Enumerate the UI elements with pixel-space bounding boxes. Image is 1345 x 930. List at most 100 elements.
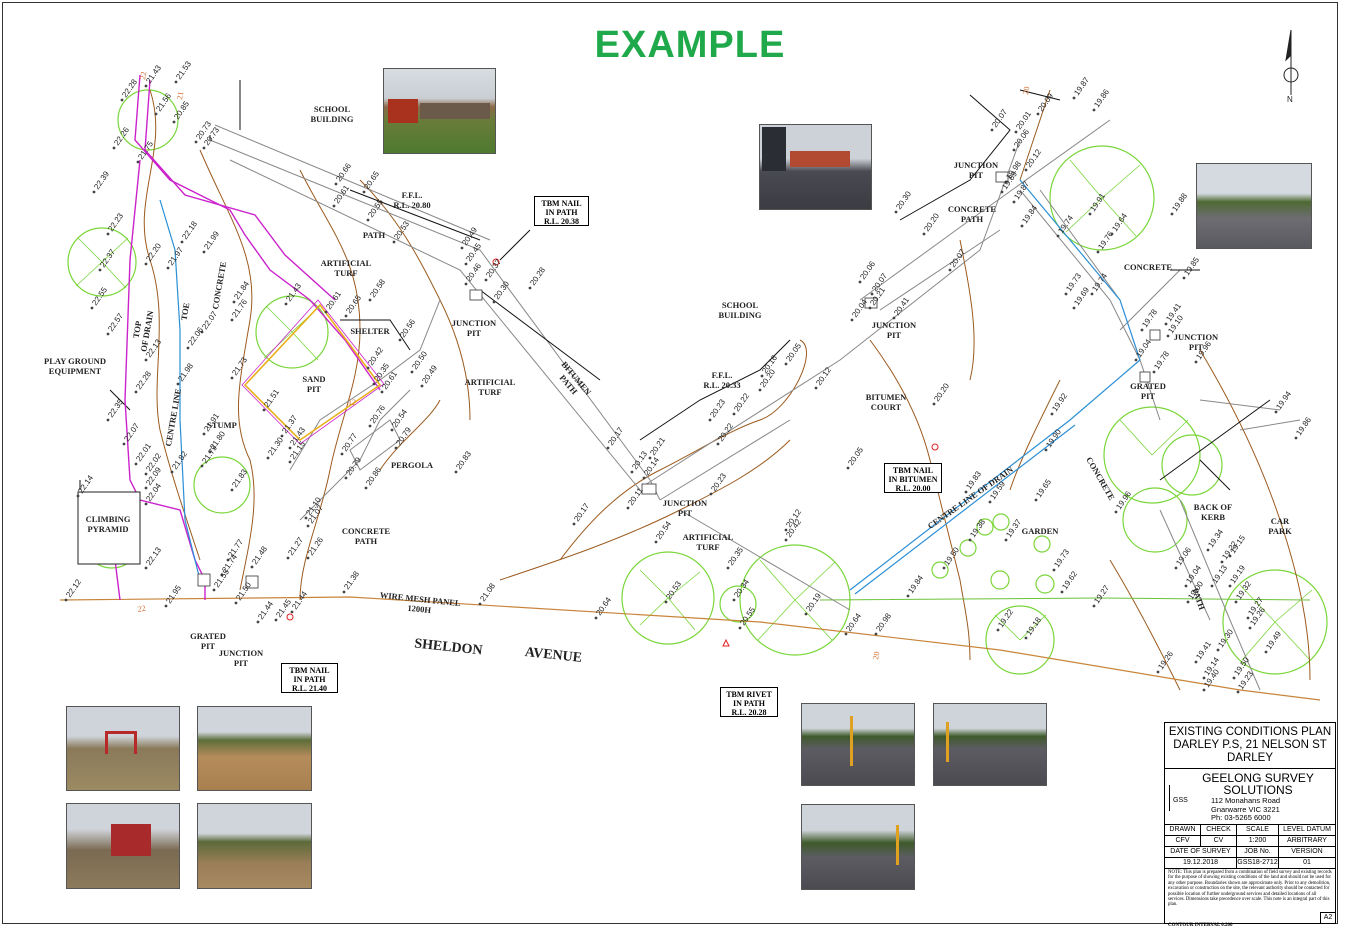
site-photo xyxy=(66,706,180,791)
tbm-rivet-marker xyxy=(722,638,730,647)
spot-level: 21.95 xyxy=(164,583,183,608)
spot-level: 22.39 xyxy=(92,169,111,194)
tree xyxy=(990,570,1010,590)
tree xyxy=(1033,535,1051,553)
svg-text:20.20: 20.20 xyxy=(922,211,941,233)
svg-text:22.35: 22.35 xyxy=(106,397,125,419)
svg-text:22.57: 22.57 xyxy=(106,311,125,333)
spot-level: 22.57 xyxy=(106,311,125,336)
svg-text:20.53: 20.53 xyxy=(392,219,411,241)
svg-text:21.38: 21.38 xyxy=(342,569,361,591)
svg-text:19.30: 19.30 xyxy=(1216,627,1235,649)
svg-text:20.98: 20.98 xyxy=(874,611,893,633)
svg-text:19.04: 19.04 xyxy=(1134,337,1153,359)
svg-text:19.26: 19.26 xyxy=(1156,649,1175,671)
svg-text:20.05: 20.05 xyxy=(846,445,865,467)
site-photo xyxy=(801,703,915,786)
spot-level: 22.28 xyxy=(134,369,153,394)
plan-note: NOTE: This plan is prepared from a combi… xyxy=(1168,870,1332,908)
label-garden: GARDEN xyxy=(1022,526,1060,536)
svg-text:19.49: 19.49 xyxy=(1264,629,1283,651)
label-street-2: AVENUE xyxy=(524,645,583,666)
spot-level: 19.22 xyxy=(996,607,1015,632)
svg-text:21.44: 21.44 xyxy=(256,599,275,621)
label-path-1: PATH xyxy=(363,230,386,240)
svg-text:19.84: 19.84 xyxy=(906,573,925,595)
svg-text:20.77: 20.77 xyxy=(340,431,359,453)
north-arrow xyxy=(1283,29,1299,95)
road-edge xyxy=(819,597,1311,601)
spot-level: 20.28 xyxy=(528,265,547,290)
spot-level: 21.99 xyxy=(202,229,221,254)
tree xyxy=(255,295,329,369)
spot-level: 21.51 xyxy=(262,387,281,412)
spot-level: 20.05 xyxy=(846,445,865,470)
spot-level: 22.26 xyxy=(112,125,131,150)
svg-text:20.23: 20.23 xyxy=(709,471,728,493)
svg-text:22.13: 22.13 xyxy=(144,545,163,567)
svg-text:20.56: 20.56 xyxy=(398,317,417,339)
tree xyxy=(1222,569,1328,675)
spot-level: 19.27 xyxy=(1092,583,1111,608)
tree xyxy=(193,456,251,514)
spot-level: 19.78 xyxy=(1152,349,1171,374)
spot-level: 21.73 xyxy=(230,355,249,380)
svg-text:19.22: 19.22 xyxy=(996,607,1015,629)
svg-text:20.49: 20.49 xyxy=(420,363,439,385)
spot-level: 19.90 xyxy=(1044,427,1063,452)
svg-text:20.06: 20.06 xyxy=(858,259,877,281)
contour-label: 12 xyxy=(348,398,356,407)
svg-text:20.30: 20.30 xyxy=(894,189,913,211)
svg-text:19.13: 19.13 xyxy=(1210,563,1229,585)
spot-level: 20.77 xyxy=(340,431,359,456)
spot-level: 20.07 xyxy=(990,107,1009,132)
spot-level: 21.30 xyxy=(266,435,285,460)
svg-text:20.19: 20.19 xyxy=(804,591,823,613)
label-concrete-2: CONCRETE xyxy=(1124,262,1173,272)
svg-text:20.17: 20.17 xyxy=(606,425,625,447)
pipe-lines xyxy=(159,179,1141,595)
svg-text:19.64: 19.64 xyxy=(1110,211,1129,233)
label-street-1: SHELDON xyxy=(414,636,484,658)
tree xyxy=(67,227,137,297)
svg-text:20.05: 20.05 xyxy=(784,341,803,363)
svg-text:20.54: 20.54 xyxy=(390,407,409,429)
spot-level: 22.35 xyxy=(106,397,125,422)
label-concrete-3: CONCRETE xyxy=(1084,455,1117,502)
svg-text:19.50: 19.50 xyxy=(942,545,961,567)
spot-level: 22.28 xyxy=(120,77,139,102)
spot-level: 21.76 xyxy=(230,297,249,322)
spot-level: 19.91 xyxy=(1088,191,1107,216)
spot-level: 22.07 xyxy=(122,421,141,446)
svg-text:21.53: 21.53 xyxy=(174,59,193,81)
tbm-nail-marker xyxy=(286,613,294,621)
sand-pit-outline xyxy=(241,299,385,445)
svg-text:22.18: 22.18 xyxy=(180,219,199,241)
svg-text:22.07: 22.07 xyxy=(200,309,219,331)
spot-level: 20.12 xyxy=(1024,147,1043,172)
svg-text:20.58: 20.58 xyxy=(368,277,387,299)
svg-text:20.12: 20.12 xyxy=(814,365,833,387)
svg-text:19.34: 19.34 xyxy=(1206,527,1225,549)
pit-symbols xyxy=(197,171,1161,589)
spot-level: 19.49 xyxy=(1264,629,1283,654)
boundary-fence xyxy=(59,596,1321,701)
spot-level: 19.84 xyxy=(906,573,925,598)
spot-level: 20.20 xyxy=(932,381,951,406)
svg-text:19.78: 19.78 xyxy=(1152,349,1171,371)
spot-level: 21.48 xyxy=(250,544,269,569)
svg-text:21.98: 21.98 xyxy=(176,361,195,383)
contour-lines xyxy=(143,89,1311,691)
tree xyxy=(1035,574,1055,594)
spot-level: 20.85 xyxy=(172,99,191,124)
